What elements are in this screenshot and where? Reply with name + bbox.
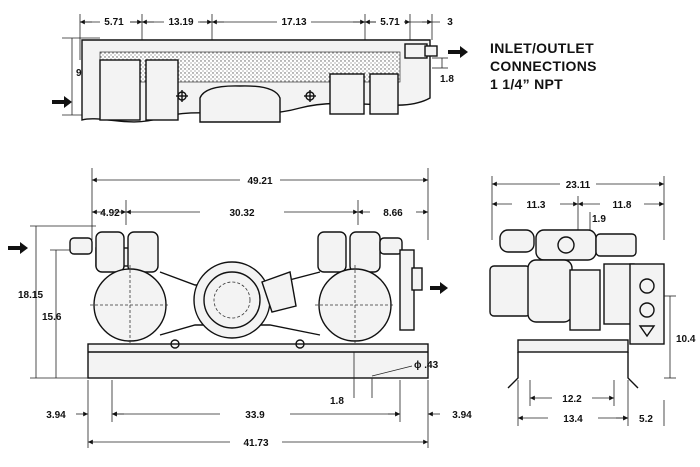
side-height-label: 10.4 — [676, 334, 696, 345]
front-foot-left-label: 3.94 — [46, 410, 66, 421]
front-height-total-label: 18.15 — [18, 290, 43, 301]
top-dim-2: 13.19 — [168, 17, 193, 28]
top-outlet-offset: 1.8 — [432, 57, 454, 85]
side-pump-body — [489, 229, 665, 389]
top-inlet-arrow — [52, 96, 72, 108]
front-left-label: 4.92 — [100, 208, 120, 219]
side-foot-inner-label: 12.2 — [562, 394, 582, 405]
front-segment-dimensions: 4.92 30.32 8.66 — [92, 200, 428, 225]
top-dim-5: 3 — [447, 17, 453, 28]
front-right-label: 8.66 — [383, 208, 403, 219]
front-overall-dimension: 49.21 — [91, 168, 429, 240]
front-pump-body — [69, 231, 429, 379]
side-right-label: 11.8 — [613, 200, 632, 211]
side-overall-dimension: 23.11 — [491, 176, 665, 240]
side-overall-label: 23.11 — [566, 180, 591, 191]
connection-note: INLET/OUTLET CONNECTIONS 1 1/4” NPT — [490, 40, 597, 92]
top-pump-body — [81, 39, 438, 123]
note-line-2: CONNECTIONS — [490, 58, 597, 74]
front-base-length-label: 41.73 — [243, 438, 268, 449]
note-line-1: INLET/OUTLET — [490, 40, 594, 56]
front-foot-right-label: 3.94 — [452, 410, 472, 421]
side-foot-outer-label: 13.4 — [563, 414, 583, 425]
front-center-label: 30.32 — [229, 208, 254, 219]
top-height-label: 9 — [76, 68, 82, 79]
top-dim-4: 5.71 — [380, 17, 400, 28]
note-line-3: 1 1/4” NPT — [490, 76, 563, 92]
front-height-dimensions: 18.15 15.6 — [18, 225, 96, 379]
top-view: 5.71 13.19 17.13 5.71 3 9 — [52, 14, 468, 123]
top-dimension-chain: 5.71 13.19 17.13 5.71 3 — [79, 14, 453, 60]
front-height-inlet-label: 15.6 — [42, 312, 62, 323]
side-view: 23.11 11.3 11.8 1.9 — [489, 176, 696, 426]
front-overall-label: 49.21 — [247, 176, 272, 187]
side-offset-label: 1.9 — [592, 214, 606, 225]
front-hole-label: ϕ .43 — [414, 360, 439, 371]
side-foot-dimensions: 12.2 13.4 5.2 — [517, 380, 665, 426]
top-outlet-arrow — [448, 46, 468, 58]
side-foot-right-label: 5.2 — [639, 414, 653, 425]
top-dim-3: 17.13 — [281, 17, 306, 28]
front-base-offset: 1.8 ϕ .43 — [330, 352, 439, 407]
side-left-label: 11.3 — [527, 200, 546, 211]
front-view: 49.21 4.92 30.32 8.66 — [8, 168, 472, 449]
front-foot-span-label: 33.9 — [245, 410, 265, 421]
front-outlet-arrow — [430, 282, 448, 294]
top-outlet-offset-label: 1.8 — [440, 74, 454, 85]
side-height-dimension: 10.4 — [664, 295, 696, 379]
top-dim-1: 5.71 — [104, 17, 124, 28]
front-foot-dimensions: 3.94 33.9 3.94 41.73 — [46, 380, 472, 449]
front-base-offset-label: 1.8 — [330, 396, 344, 407]
front-inlet-arrow — [8, 242, 28, 254]
